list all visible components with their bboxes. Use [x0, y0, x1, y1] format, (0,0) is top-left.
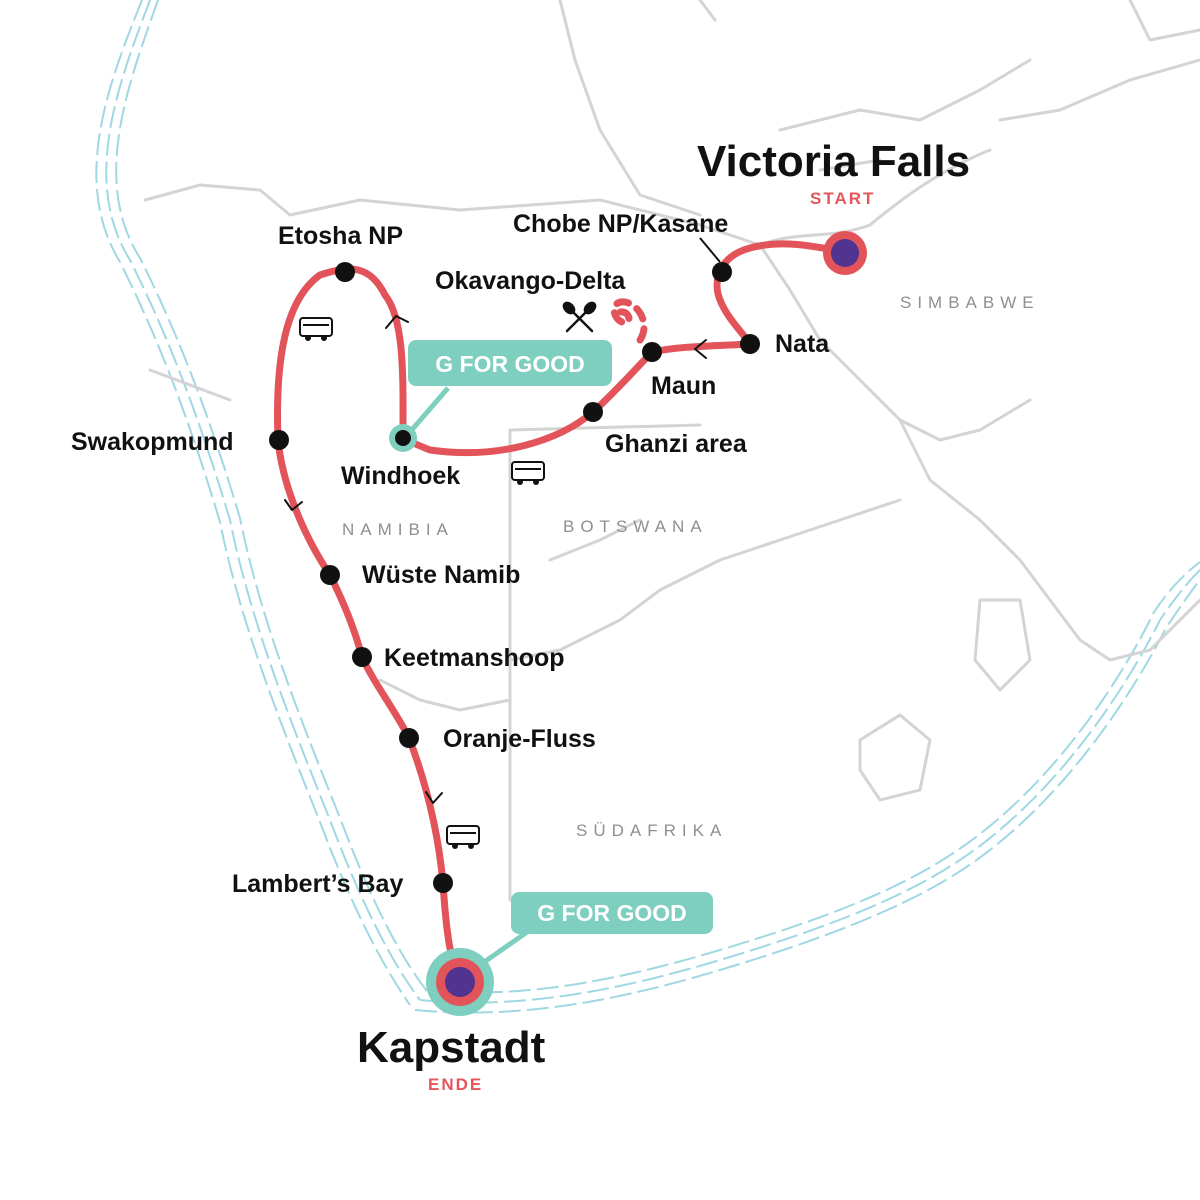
stop-label-swakopmund: Swakopmund [71, 428, 234, 456]
bus-icon [446, 825, 480, 849]
good-badge-label: G FOR GOOD [435, 351, 585, 377]
start-tag: START [810, 189, 875, 208]
stop-marker-windhoek-inner [395, 430, 411, 446]
stop-label-maun: Maun [651, 372, 716, 400]
paddles-icon [562, 301, 597, 333]
stop-label-namib: Wüste Namib [362, 561, 520, 589]
good-badge-label: G FOR GOOD [537, 900, 687, 926]
end-city-label: Kapstadt [357, 1023, 546, 1072]
stop-marker-chobe[interactable] [712, 262, 732, 282]
stop-marker-lamberts[interactable] [433, 873, 453, 893]
arrow-icon [425, 791, 443, 804]
stop-marker-keetmanshoop[interactable] [352, 647, 372, 667]
bus-icon [511, 461, 545, 485]
stop-label-lamberts: Lambert’s Bay [232, 870, 403, 898]
start-marker-inner [831, 239, 859, 267]
stop-label-okavango: Okavango-Delta [435, 267, 626, 295]
stop-marker-swakopmund[interactable] [269, 430, 289, 450]
route-line [274, 240, 847, 986]
stop-marker-etosha[interactable] [335, 262, 355, 282]
bus-icon [299, 317, 333, 341]
stop-label-ghanzi: Ghanzi area [605, 430, 748, 458]
start-city-label: Victoria Falls [697, 137, 970, 186]
arrow-icon [284, 499, 303, 511]
end-tag: ENDE [428, 1075, 483, 1094]
arrow-icon [694, 339, 707, 359]
country-label-suedafrika: SÜDAFRIKA [576, 821, 727, 840]
country-borders [143, 0, 1200, 902]
stop-label-oranje: Oranje-Fluss [443, 725, 596, 753]
country-label-namibia: NAMIBIA [342, 520, 454, 539]
stop-marker-namib[interactable] [320, 565, 340, 585]
stop-label-chobe: Chobe NP/Kasane [513, 210, 728, 238]
stop-label-keetmanshoop: Keetmanshoop [384, 644, 565, 672]
stop-marker-nata[interactable] [740, 334, 760, 354]
stop-label-windhoek: Windhoek [341, 462, 460, 490]
stop-marker-maun[interactable] [642, 342, 662, 362]
leader-line-good-windhoek [408, 386, 450, 434]
stop-marker-ghanzi[interactable] [583, 402, 603, 422]
end-marker-inner [445, 967, 475, 997]
arrow-icon [385, 315, 409, 329]
good-badge-windhoek[interactable]: G FOR GOOD [408, 340, 612, 386]
stop-label-nata: Nata [775, 330, 830, 358]
stop-label-etosha: Etosha NP [278, 222, 403, 250]
stop-marker-oranje[interactable] [399, 728, 419, 748]
coastline [95, 0, 1200, 1014]
leader-line-chobe [699, 237, 721, 263]
country-label-botswana: BOTSWANA [563, 517, 708, 536]
country-label-simbabwe: SIMBABWE [900, 293, 1040, 312]
good-badge-kapstadt[interactable]: G FOR GOOD [511, 892, 713, 934]
